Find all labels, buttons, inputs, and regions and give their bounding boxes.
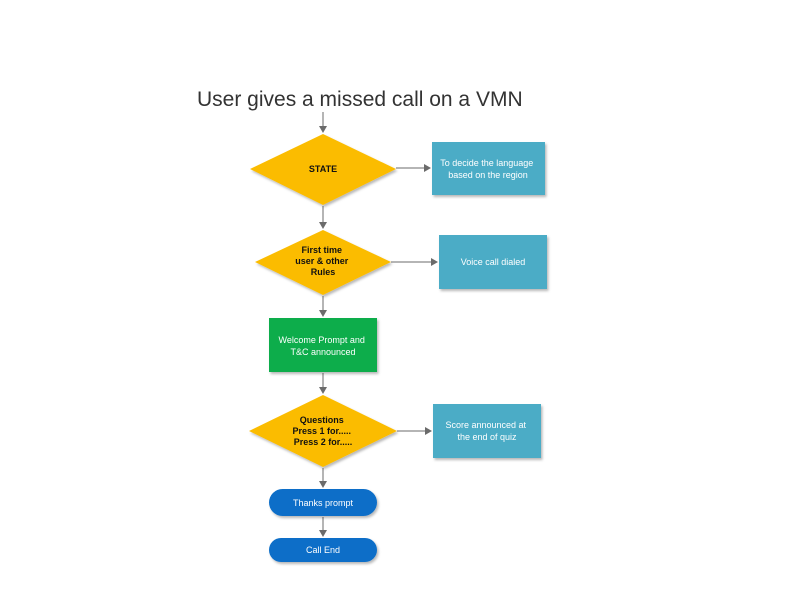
svg-text:Welcome Prompt and T&C a: Welcome Prompt and T&C announced [279, 335, 368, 357]
decision-first-time-user-line-1: First time [301, 245, 342, 255]
svg-text:Voice call dialed: Voice call dialed [461, 257, 526, 267]
process-welcome-prompt: Welcome Prompt and T&C announced [269, 318, 377, 372]
decision-first-time-user-shape [255, 230, 391, 295]
decision-questions: Questions Press 1 for..... Press 2 for..… [249, 395, 397, 467]
decision-questions-shape [249, 395, 397, 467]
decision-state-label: STATE [309, 164, 337, 174]
decision-questions-line-1: Questions [300, 415, 344, 425]
decision-questions-line-3: Press 2 for..... [294, 437, 353, 447]
decision-first-time-user-line-2: user & other [295, 256, 349, 266]
arrowhead-first-time-to-voice-call [431, 258, 438, 266]
decision-first-time-user-line-3: Rules [311, 267, 336, 277]
diagram-title: User gives a missed call on a VMN [197, 88, 523, 111]
process-voice-call-dialed: Voice call dialed [439, 235, 547, 289]
process-welcome-prompt-line-2: T&C announced [290, 347, 355, 357]
process-score-announced-shape [433, 404, 541, 458]
terminal-call-end: Call End [269, 538, 377, 562]
arrowhead-welcome-to-questions [319, 387, 327, 394]
svg-text:First time user & other: First time user & other Rules [295, 245, 351, 277]
terminal-call-end-shape [269, 538, 377, 562]
terminal-thanks-prompt-label: Thanks prompt [293, 498, 354, 508]
process-language-region-shape [432, 142, 545, 195]
arrowhead-state-to-region [424, 164, 431, 172]
arrowhead-state-to-first-time [319, 222, 327, 229]
process-language-region-line-2: based on the region [448, 170, 528, 180]
terminal-thanks-prompt: Thanks prompt [269, 489, 377, 516]
decision-questions-line-2: Press 1 for..... [292, 426, 351, 436]
svg-text:Call End: Call End [306, 545, 340, 555]
decision-state-shape [250, 134, 396, 205]
svg-text:STATE: STATE [309, 164, 337, 174]
terminal-thanks-prompt-shape [269, 489, 377, 516]
process-voice-call-dialed-shape [439, 235, 547, 289]
arrowhead-first-time-to-welcome [319, 310, 327, 317]
arrowhead-title-to-state [319, 126, 327, 133]
process-language-region-line-1: To decide the language [440, 158, 533, 168]
process-welcome-prompt-line-1: Welcome Prompt and [279, 335, 365, 345]
process-welcome-prompt-shape [269, 318, 377, 372]
decision-first-time-user: First time user & other Rules [255, 230, 391, 295]
process-voice-call-dialed-label: Voice call dialed [461, 257, 526, 267]
svg-text:To decide the language b: To decide the language based on the regi… [440, 158, 536, 180]
decision-state: STATE [250, 134, 396, 205]
arrowhead-thanks-to-call-end [319, 530, 327, 537]
process-score-announced-line-2: the end of quiz [457, 432, 517, 442]
arrowhead-questions-to-thanks [319, 481, 327, 488]
svg-text:Score announced at the e: Score announced at the end of quiz [445, 420, 528, 442]
svg-text:Questions Press 1 for...: Questions Press 1 for..... Press 2 for..… [292, 415, 353, 447]
process-score-announced-line-1: Score announced at [445, 420, 526, 430]
terminal-call-end-label: Call End [306, 545, 340, 555]
svg-text:Thanks prompt: Thanks prompt [293, 498, 354, 508]
connectors [319, 112, 438, 537]
process-language-region: To decide the language based on the regi… [432, 142, 545, 195]
process-score-announced: Score announced at the end of quiz [433, 404, 541, 458]
arrowhead-questions-to-score [425, 427, 432, 435]
